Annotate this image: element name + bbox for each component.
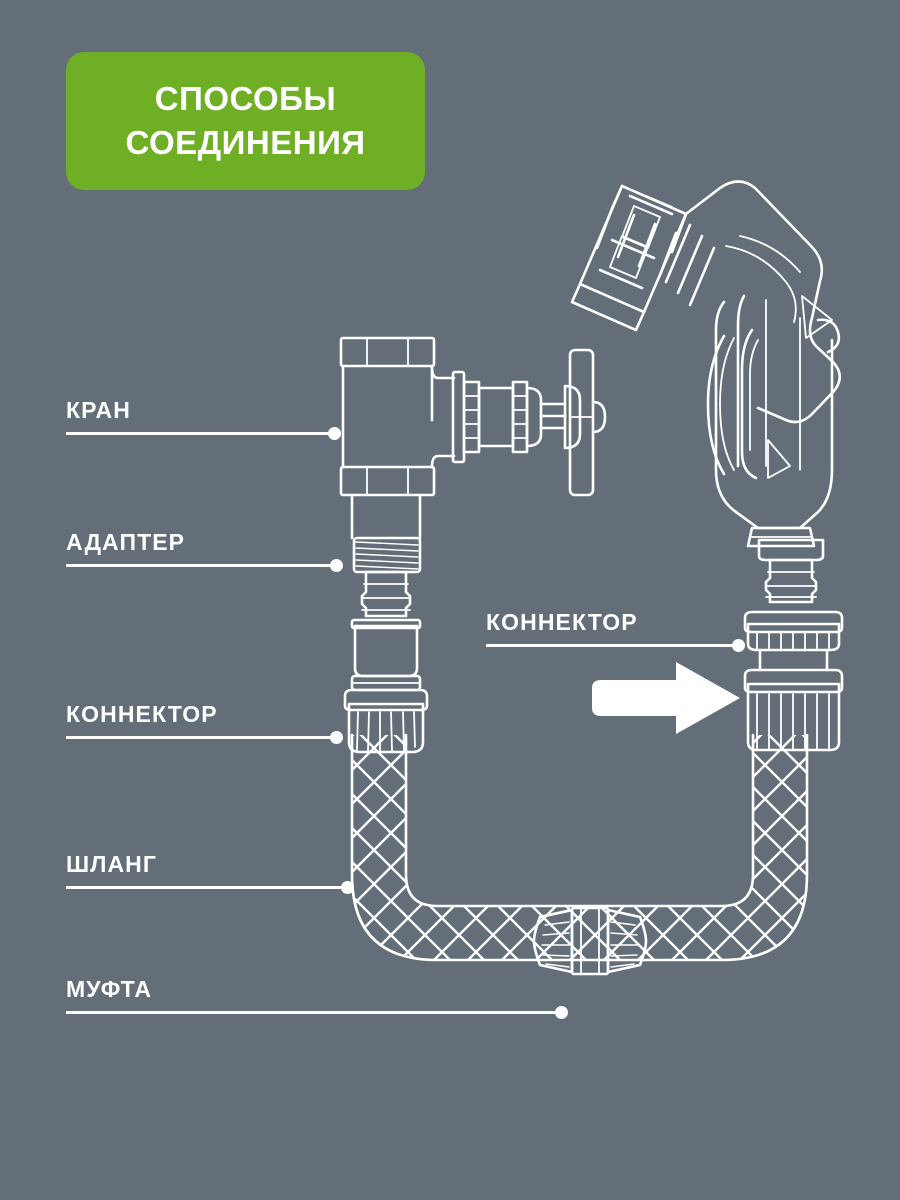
callout-line (66, 432, 333, 435)
callout-dot (328, 427, 341, 440)
callout-dot (341, 881, 354, 894)
braided-hose-graphic (350, 733, 809, 962)
quick-connector-right-graphic (743, 610, 844, 752)
direction-arrow (592, 662, 740, 739)
hose-coupling-graphic (532, 906, 648, 976)
callout-label-tap: КРАН (66, 397, 131, 423)
callout-label-coupling: МУФТА (66, 976, 153, 1002)
callout-label-hose: ШЛАНГ (66, 851, 158, 877)
badge-line-1: СПОСОБЫ (154, 80, 337, 118)
callout-label-connector-right: КОННЕКТОР (486, 609, 638, 635)
badge-line-2: СОЕДИНЕНИЯ (125, 124, 366, 161)
callout-line (66, 564, 335, 567)
callout-line (66, 736, 335, 739)
title-badge: СПОСОБЫ СОЕДИНЕНИЯ (66, 52, 425, 190)
callout-dot (555, 1006, 568, 1019)
callout-label-connector-left: КОННЕКТОР (66, 701, 218, 727)
callout-line (486, 644, 738, 647)
callout-line (66, 886, 346, 889)
callout-dot (732, 639, 745, 652)
nozzle-head (570, 184, 688, 332)
callout-label-adapter: АДАПТЕР (66, 529, 186, 555)
threaded-adapter-graphic (352, 536, 422, 618)
quick-connector-left-graphic (343, 618, 429, 754)
callout-dot (330, 559, 343, 572)
spray-gun-graphic (570, 180, 842, 548)
callout-line (66, 1011, 560, 1014)
garden-tap-graphic (339, 336, 607, 540)
callout-dot (330, 731, 343, 744)
spray-gun-outlet-stem (757, 538, 825, 604)
